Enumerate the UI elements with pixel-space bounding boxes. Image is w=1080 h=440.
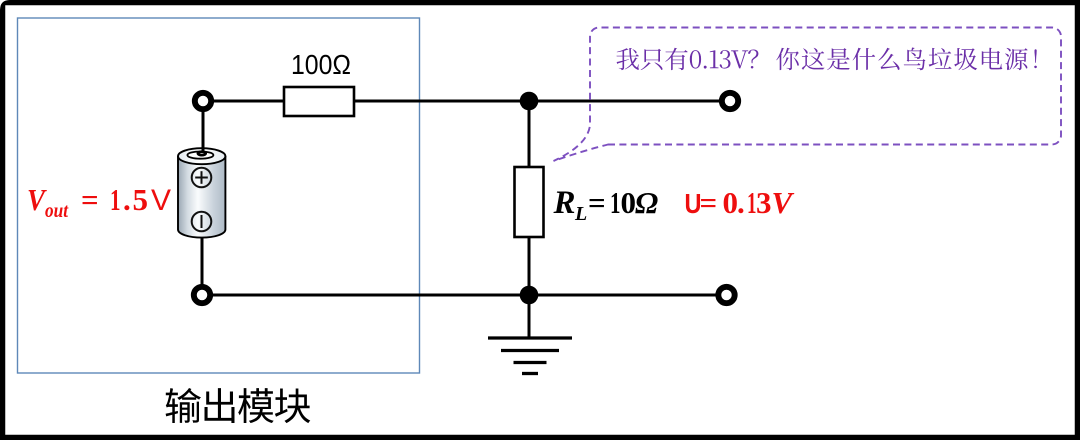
svg-text:100Ω: 100Ω xyxy=(291,49,351,80)
svg-text:1: 1 xyxy=(747,185,757,220)
svg-text:L: L xyxy=(574,203,587,225)
svg-text:Ω: Ω xyxy=(635,185,658,220)
svg-text:5: 5 xyxy=(133,182,149,217)
svg-text:out: out xyxy=(45,200,69,222)
svg-text:1: 1 xyxy=(110,182,121,217)
svg-text:U: U xyxy=(685,188,702,219)
svg-text:0: 0 xyxy=(621,185,637,220)
svg-text:V: V xyxy=(151,184,171,217)
svg-text:1: 1 xyxy=(610,185,621,220)
svg-text:3: 3 xyxy=(756,185,772,220)
svg-text:R: R xyxy=(553,185,576,221)
svg-text:.: . xyxy=(123,182,131,217)
svg-text:=: = xyxy=(700,185,718,220)
svg-text:.: . xyxy=(737,185,745,220)
svg-text:=: = xyxy=(81,182,99,217)
svg-text:V: V xyxy=(27,182,47,217)
svg-text:V: V xyxy=(772,185,795,220)
svg-text:=: = xyxy=(588,185,606,220)
svg-text:0: 0 xyxy=(723,185,739,220)
